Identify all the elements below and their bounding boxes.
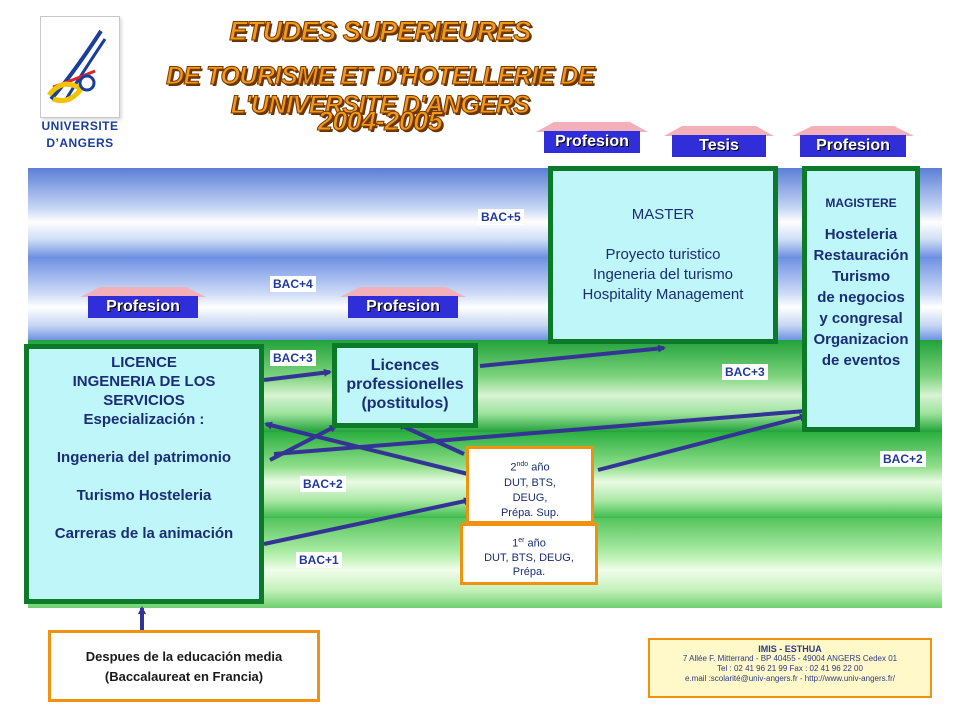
magistere-line-5: y congresal [819,310,903,327]
contact-phone: Tel : 02 41 96 21 99 Fax : 02 41 96 22 0… [717,664,863,673]
title-line-2: DE TOURISME ET D'HOTELLERIE DE L'UNIVERS… [165,62,595,120]
year1-word: año [527,537,546,550]
bac1-label: BAC+1 [296,552,342,568]
licence-line-2: INGENERIA DE LOS [72,373,216,390]
entry-requirement-box: Despues de la educación media (Baccalaur… [48,630,320,702]
master-line-3: Hospitality Management [582,286,744,303]
year1-line-2: Prépa. [512,565,546,578]
tag-cap-icon [664,126,774,136]
profesion-tag-left: Profesion [80,287,206,329]
profesion-tag-magistere: Profesion [792,126,914,166]
licence-line-1: LICENCE [111,354,177,371]
licence-line-7: Carreras de la animación [54,525,234,542]
year2-sup: ndo [516,461,529,468]
tag-cap-icon [536,122,648,132]
despues-line-2: (Baccalaureat en Francia) [104,669,264,684]
contact-box: IMIS - ESTHUA 7 Allée F. Mitterrand - BP… [648,638,932,698]
master-box: MASTER Proyecto turistico Ingeneria del … [548,166,778,344]
licences-pro-box: Licences professionelles (postitulos) [332,343,478,428]
year2-line-2: DEUG, [512,491,548,504]
magistere-box: MAGISTERE Hosteleria Restauración Turism… [802,166,920,432]
year2-word: año [531,461,550,474]
magistere-line-3: Turismo [831,268,891,285]
licence-line-6: Turismo Hosteleria [76,487,212,504]
despues-line-1: Despues de la educación media [85,649,283,664]
magistere-line-7: de eventos [821,352,901,369]
contact-address: 7 Allée F. Mitterrand - BP 40455 - 49004… [682,654,898,663]
profesion-tag-mid: Profesion [340,287,466,329]
licence-line-3: SERVICIOS [103,392,185,409]
year2-line-3: Prépa. Sup. [500,506,560,519]
year2-num: 2 [510,461,517,474]
licpro-line-1: Licences [370,357,440,374]
first-year-box: 1er año DUT, BTS, DEUG, Prépa. [460,523,598,585]
licence-line-4: Especialización : [83,411,205,428]
university-logo [40,16,120,118]
bac4-label: BAC+4 [270,276,316,292]
profesion-tag-master: Profesion [536,122,648,164]
magistere-line-4: de negocios [817,289,905,306]
tag-cap-icon [792,126,914,136]
profesion-tag-left-label: Profesion [88,296,198,318]
title-line-1: ETUDES SUPERIEURES [229,16,532,47]
year1-num: 1 [512,537,519,550]
tesis-tag-label: Tesis [672,135,766,157]
bac5-label: BAC+5 [478,209,524,225]
year1-line-1: DUT, BTS, DEUG, [484,551,574,564]
master-line-2: Ingeneria del turismo [592,266,734,283]
licence-line-5: Ingeneria del patrimonio [56,449,232,466]
profesion-tag-magistere-label: Profesion [800,135,906,157]
licpro-line-2: professionelles [346,376,464,393]
bac3-label-left: BAC+3 [270,350,316,366]
profesion-tag-master-label: Profesion [544,131,640,153]
magistere-title: MAGISTERE [825,196,897,210]
contact-email-web: e.mail :scolarité@univ-angers.fr - http:… [685,674,895,683]
master-line-1: Proyecto turistico [605,246,721,263]
contact-title: IMIS - ESTHUA [758,644,822,654]
tag-cap-icon [80,287,206,297]
magistere-line-6: Organizacion [813,331,909,348]
bac3-label-right: BAC+3 [722,364,768,380]
bac2-label-right: BAC+2 [880,451,926,467]
year2-line-1: DUT, BTS, [504,476,556,489]
magistere-line-1: Hosteleria [824,226,898,243]
bac2-label-left: BAC+2 [300,476,346,492]
master-title: MASTER [631,206,695,223]
profesion-tag-mid-label: Profesion [348,296,458,318]
year2-heading: 2ndo año [469,457,591,476]
title-line-3: 2004-2005 [317,106,443,137]
tesis-tag: Tesis [664,126,774,166]
licence-box: LICENCE INGENERIA DE LOS SERVICIOS Espec… [24,344,264,604]
university-name: UNIVERSITE D’ANGERS [41,119,119,150]
second-year-box: 2ndo año DUT, BTS, DEUG, Prépa. Sup. [466,446,594,524]
tag-cap-icon [340,287,466,297]
year1-sup: er [518,537,525,544]
magistere-line-2: Restauración [813,247,909,264]
year1-heading: 1er año [463,534,595,551]
licpro-line-3: (postitulos) [361,395,449,412]
